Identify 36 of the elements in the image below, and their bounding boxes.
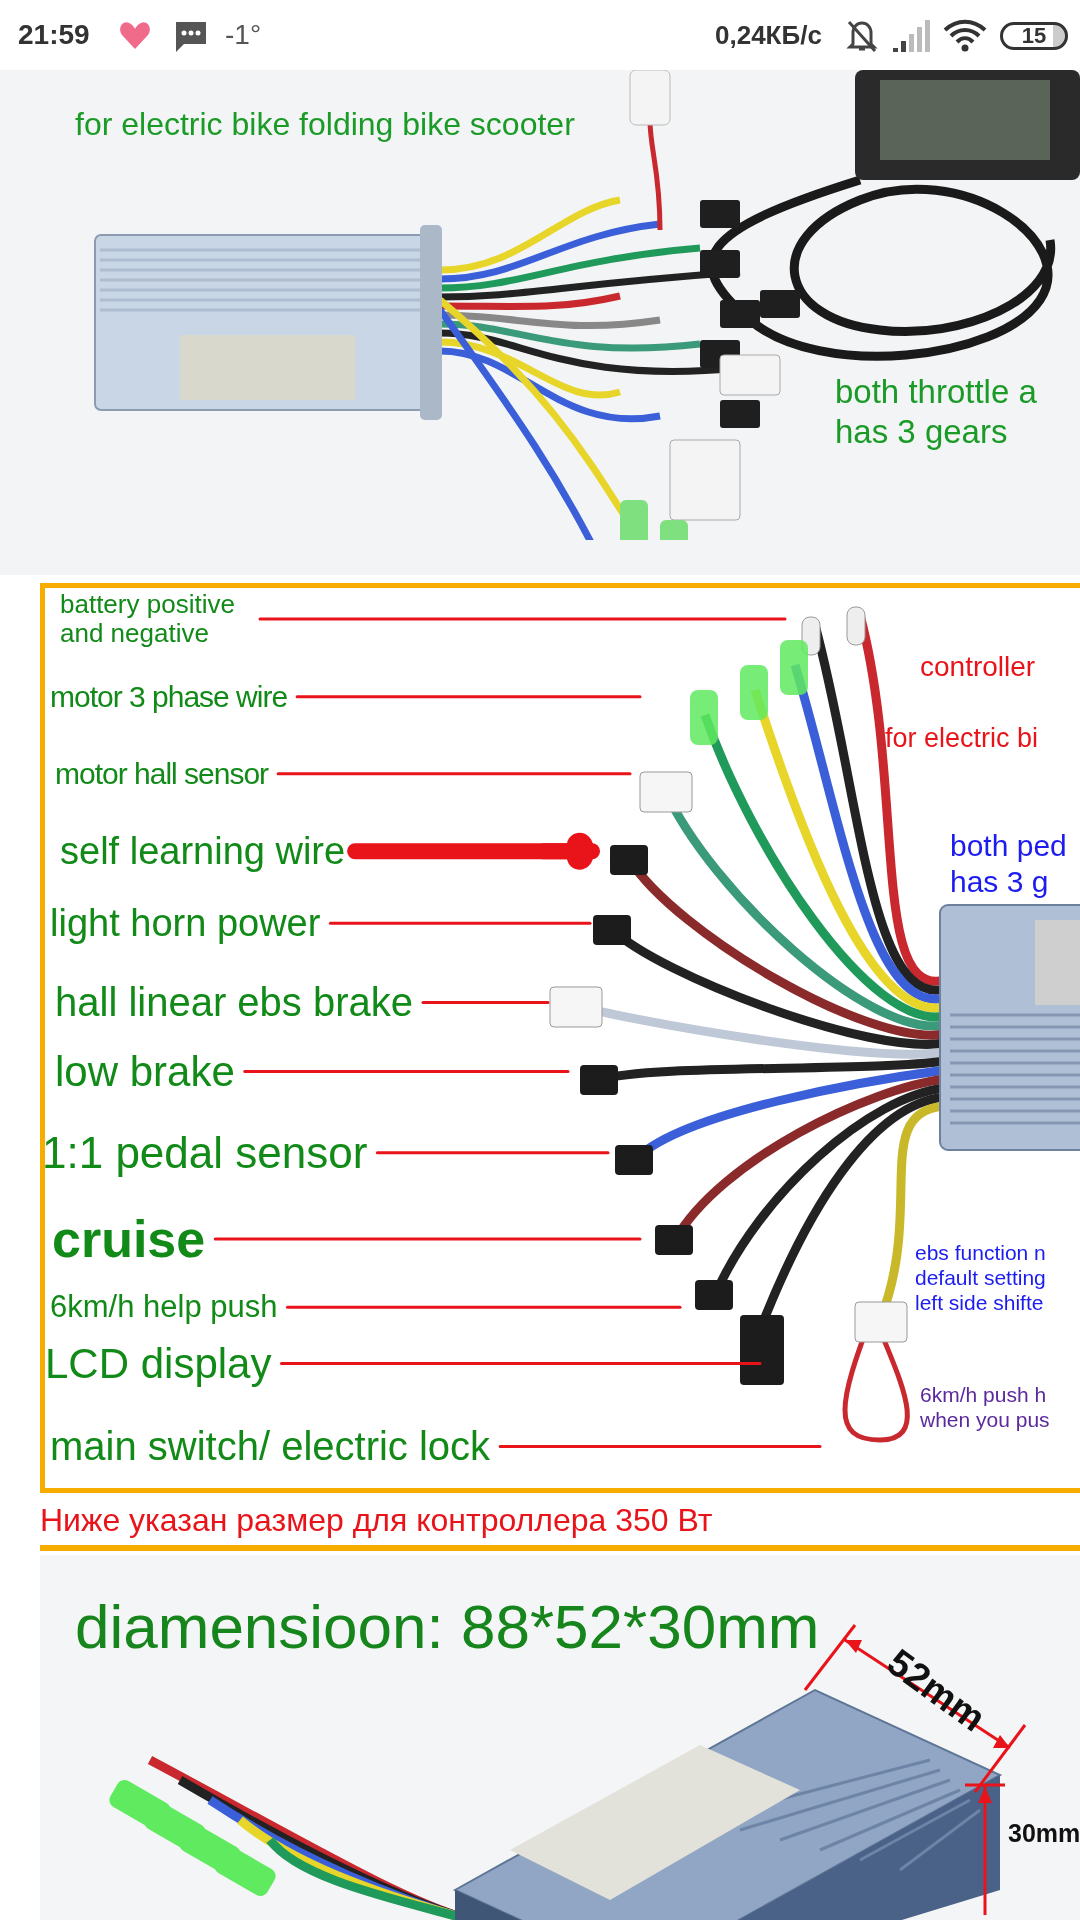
part-label: low brake <box>55 1048 235 1096</box>
annotation-text: controller <box>920 650 1036 684</box>
status-text: 0,24КБ/с <box>715 20 822 52</box>
status-text: -1° <box>225 18 262 52</box>
part-label: battery positive and negative <box>60 590 250 649</box>
leader-line <box>328 921 592 925</box>
part-label: motor hall sensor <box>55 757 269 791</box>
part-label: 6km/h help push <box>50 1290 278 1325</box>
annotation-text: both ped has 3 g <box>950 828 1068 900</box>
status-text: 21:59 <box>18 18 90 52</box>
leader-line <box>258 617 787 621</box>
leader-line <box>243 1070 570 1073</box>
part-label: light horn power <box>50 902 321 945</box>
part-label: LCD display <box>45 1340 272 1388</box>
leader-line <box>375 1151 610 1155</box>
leader-line <box>213 1237 642 1241</box>
annotation-text: 6km/h push h when you pus <box>920 1382 1051 1433</box>
part-label: cruise <box>52 1210 206 1269</box>
annotation-text: both throttle a has 3 gears <box>835 372 1038 452</box>
leader-line <box>276 772 632 776</box>
caption-text: Ниже указан размер для контроллера 350 Вт <box>40 1502 713 1539</box>
part-label: motor 3 phase wire <box>50 680 288 714</box>
annotation-text: diamensioon: 88*52*30mm <box>75 1591 820 1663</box>
leader-line <box>295 695 642 699</box>
annotation-text: for electric bike folding bike scooter <box>75 105 575 144</box>
part-label: hall linear ebs brake <box>55 980 413 1025</box>
battery-indicator: 15 <box>1000 22 1068 50</box>
annotation-text: ebs function n default setting left side shifte <box>915 1240 1047 1316</box>
part-label: main switch/ electric lock <box>50 1424 491 1469</box>
leader-line <box>279 1362 762 1365</box>
leader-line <box>286 1305 682 1309</box>
part-label: 1:1 pedal sensor <box>42 1128 368 1178</box>
annotation-text: for electric bi <box>885 722 1039 755</box>
part-label: self learning wire <box>60 830 346 873</box>
leader-line <box>421 1000 550 1004</box>
leader-line <box>498 1444 822 1448</box>
